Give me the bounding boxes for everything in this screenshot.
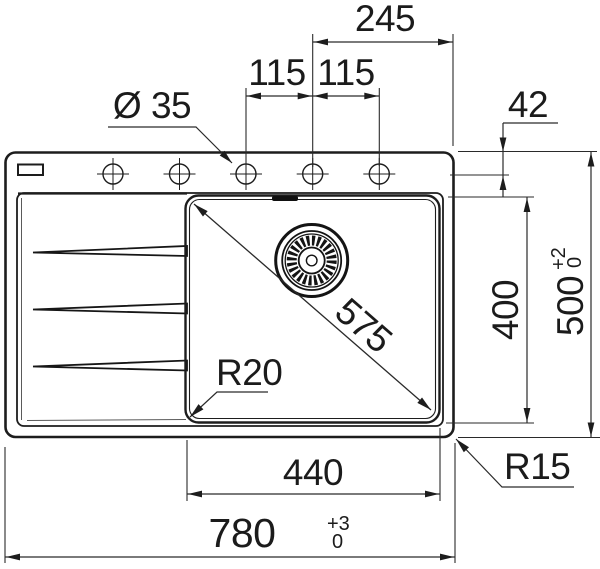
arrow-115L-left — [247, 92, 261, 100]
label-780: 780 — [209, 510, 276, 556]
brand-plate — [17, 163, 44, 176]
arrowheads — [6, 38, 595, 561]
label-780-tol-minus: 0 — [332, 531, 343, 553]
arrow-r20 — [190, 404, 204, 417]
label-r20: R20 — [216, 352, 282, 393]
label-115-right: 115 — [317, 52, 375, 93]
arrow-dia35 — [219, 150, 232, 163]
strainer-outer-ring — [274, 223, 350, 298]
arrow-42-top — [499, 137, 507, 152]
arrow-780-left — [6, 553, 20, 561]
strainer-ring-2 — [281, 230, 343, 291]
bowl — [184, 194, 441, 424]
tap-hole-2 — [163, 158, 196, 190]
label-500-tol-plus: +2 — [548, 247, 570, 270]
drainboard-bottom-line — [26, 419, 187, 421]
arrow-440-left — [188, 490, 202, 498]
arrow-245-left — [314, 38, 328, 46]
strainer-inner-ring — [297, 246, 326, 275]
arrow-400-bottom — [523, 408, 531, 422]
overflow-slot — [272, 196, 298, 201]
groove-3 — [32, 359, 188, 372]
label-400-group: 400 — [485, 280, 526, 340]
strainer-center-hole — [305, 254, 318, 267]
groove-1 — [32, 245, 188, 257]
arrow-500-bottom — [587, 422, 595, 437]
bowl-rim-inner — [188, 198, 437, 420]
label-500: 500 — [550, 276, 591, 336]
arrow-42-bottom — [499, 176, 507, 190]
strainer-ring-3 — [284, 233, 339, 288]
dimension-lines — [5, 41, 592, 558]
label-400: 400 — [485, 280, 526, 340]
label-42: 42 — [508, 84, 548, 125]
label-440: 440 — [283, 452, 343, 493]
label-245: 245 — [355, 0, 415, 39]
arrow-440-right — [425, 490, 439, 498]
dimension-labels: 245 115 115 Ø 35 42 575 400 500 +2 0 R20… — [113, 0, 591, 556]
sink-inner-ledge — [16, 192, 444, 427]
tap-hole-1 — [97, 158, 129, 190]
arrow-780-right — [440, 553, 454, 561]
sink-outer-edge — [4, 151, 455, 439]
bowl-rim-outer — [184, 194, 441, 424]
arrow-575-bottomright — [417, 397, 431, 410]
arrow-245-right — [438, 38, 452, 46]
arrow-115R-right — [364, 92, 379, 100]
groove-2 — [32, 302, 188, 315]
label-500-tol-minus: 0 — [564, 257, 586, 268]
arrow-r15 — [456, 439, 470, 453]
label-500-group: 500 +2 0 — [548, 247, 591, 336]
extension-lines — [4, 34, 600, 563]
strainer-tick-ring — [286, 235, 337, 286]
drain-strainer — [274, 223, 350, 298]
arrow-115R-left — [313, 92, 328, 100]
label-115-left: 115 — [248, 52, 306, 93]
arrow-400-top — [523, 198, 531, 212]
leader-dia35 — [108, 126, 233, 164]
dim-line-575-diagonal — [193, 203, 432, 411]
arrow-115L-right — [297, 92, 312, 100]
label-dia35: Ø 35 — [113, 85, 191, 126]
leader-r15 — [455, 438, 574, 488]
label-780-tol-plus: +3 — [327, 513, 350, 535]
label-r15: R15 — [504, 446, 570, 487]
drainer-grooves — [32, 245, 188, 372]
arrow-500-top — [587, 152, 595, 167]
sink-body — [4, 151, 455, 439]
arrow-575-topleft — [194, 204, 208, 217]
